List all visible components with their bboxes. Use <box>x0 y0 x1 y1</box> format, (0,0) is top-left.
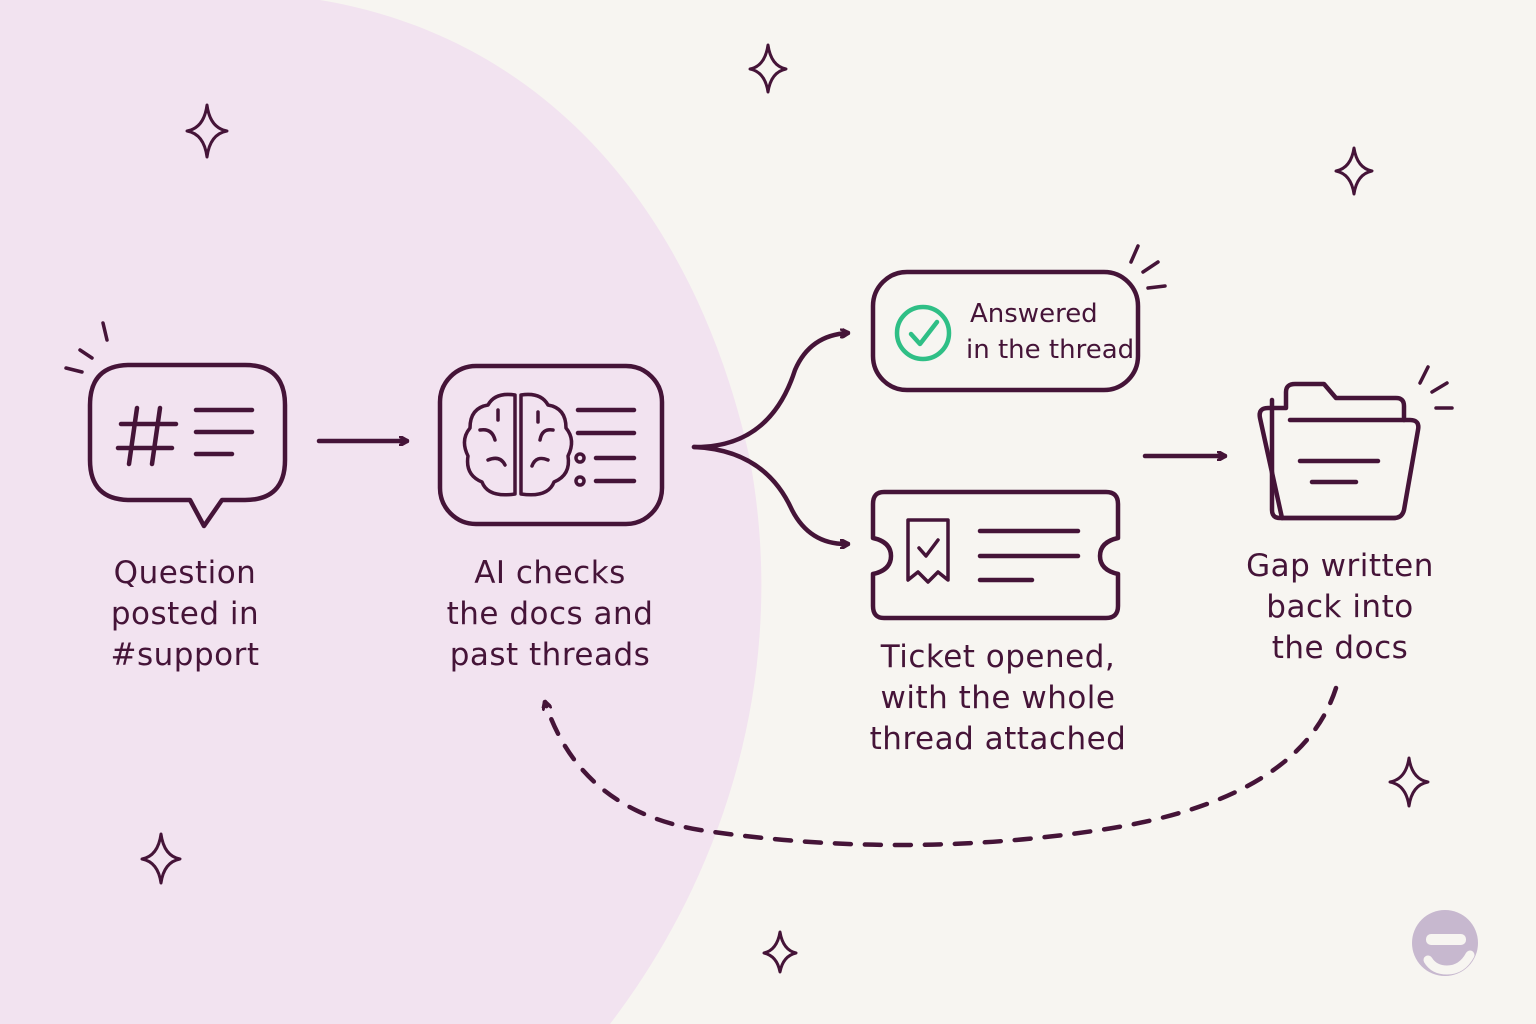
caption-line: posted in <box>110 596 260 632</box>
flow-arrows <box>316 333 1339 848</box>
question-caption: Question posted in #support <box>70 553 300 676</box>
ticket-icon <box>870 489 1121 621</box>
brain-list-icon <box>437 363 665 527</box>
background-blob <box>0 0 762 1024</box>
arrow-ai-to-ticket <box>691 444 851 544</box>
answered-line: Answered <box>970 299 1098 329</box>
gap-caption: Gap written back into the docs <box>1222 546 1458 669</box>
folder-doc-icon <box>1257 365 1454 521</box>
caption-line: #support <box>110 637 260 673</box>
sparkle-decorations <box>140 43 1430 974</box>
sparkle-icon <box>185 103 229 159</box>
answered-line: in the thread <box>966 335 1135 365</box>
chat-bubble-hash-icon <box>64 321 288 529</box>
ai-check-caption: AI checks the docs and past threads <box>420 553 680 676</box>
e-logo-icon <box>1412 910 1478 976</box>
caption-line: thread attached <box>869 721 1127 757</box>
sparkle-icon <box>1334 146 1374 196</box>
caption-line: the docs <box>1271 630 1409 666</box>
caption-line: Question <box>113 555 257 591</box>
caption-line: Gap written <box>1246 548 1434 584</box>
answered-label: Answered in the thread <box>966 296 1134 368</box>
caption-line: back into <box>1266 589 1414 625</box>
sparkle-icon <box>748 43 788 94</box>
caption-line: Ticket opened, <box>880 639 1116 675</box>
caption-line: past threads <box>449 637 651 673</box>
caption-line: with the whole <box>880 680 1116 716</box>
caption-line: the docs and <box>446 596 654 632</box>
check-circle-icon <box>894 304 952 362</box>
answered-box <box>870 244 1167 393</box>
arrow-ai-to-answered <box>691 333 848 450</box>
sparkle-icon <box>140 832 182 885</box>
ticket-caption: Ticket opened, with the whole thread att… <box>850 637 1146 760</box>
feedback-loop-arrow <box>545 685 1339 848</box>
caption-line: AI checks <box>474 555 626 591</box>
sparkle-icon <box>762 930 798 974</box>
sparkle-icon <box>1388 756 1430 808</box>
